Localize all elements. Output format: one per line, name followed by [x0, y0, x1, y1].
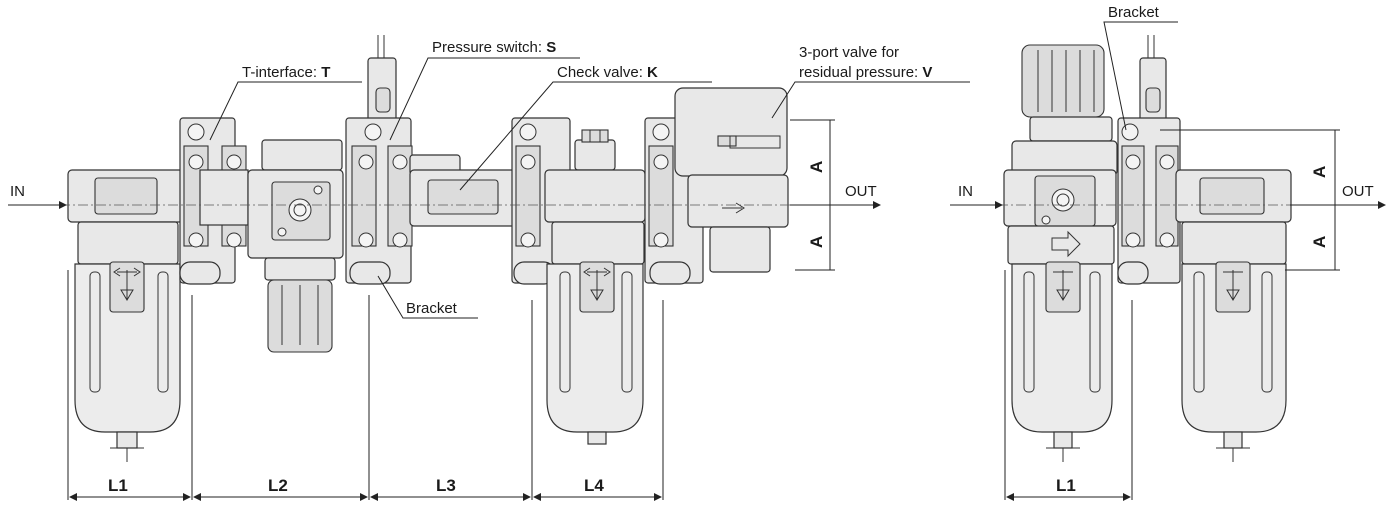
right-filter-unit	[1175, 169, 1292, 462]
dim-a-upper: A	[807, 161, 826, 173]
dim-a-lower: A	[807, 236, 826, 248]
right-dim-a-lower: A	[1310, 236, 1329, 248]
right-bracket-switch	[1117, 35, 1181, 285]
callout-bracket-right: Bracket	[1108, 4, 1160, 21]
pressure-switch-unit	[345, 35, 461, 285]
callout-pressure-switch: Pressure switch: S	[432, 39, 556, 56]
right-in-label: IN	[958, 183, 973, 200]
right-dim-a-upper: A	[1310, 166, 1329, 178]
right-dim-l1: L1	[1056, 476, 1076, 495]
callout-check-valve: Check valve: K	[557, 64, 658, 81]
callout-t-interface: T-interface: T	[242, 64, 330, 81]
three-port-valve-unit	[644, 87, 789, 285]
right-out-label: OUT	[1342, 183, 1374, 200]
left-assembly: IN OUT A A L1 L2 L3 L4 T-interface: T Pr…	[8, 35, 970, 501]
right-assembly: IN OUT A A L1 Bracket	[950, 4, 1386, 501]
filter-regulator-unit	[1003, 44, 1118, 462]
callout-bracket-left: Bracket	[406, 300, 458, 317]
callout-3port-line2: residual pressure: V	[799, 64, 932, 81]
out-label: OUT	[845, 183, 877, 200]
regulator-unit	[247, 139, 344, 353]
dim-l1: L1	[108, 476, 128, 495]
dim-l4: L4	[584, 476, 604, 495]
check-valve-unit	[409, 169, 519, 227]
dim-l2: L2	[268, 476, 288, 495]
dim-l3: L3	[436, 476, 456, 495]
bracket-block-1	[179, 117, 249, 285]
in-label: IN	[10, 183, 25, 200]
air-filter-unit-1	[67, 169, 184, 462]
callout-3port-line1: 3-port valve for	[799, 44, 899, 61]
air-filter-unit-2	[544, 129, 646, 445]
